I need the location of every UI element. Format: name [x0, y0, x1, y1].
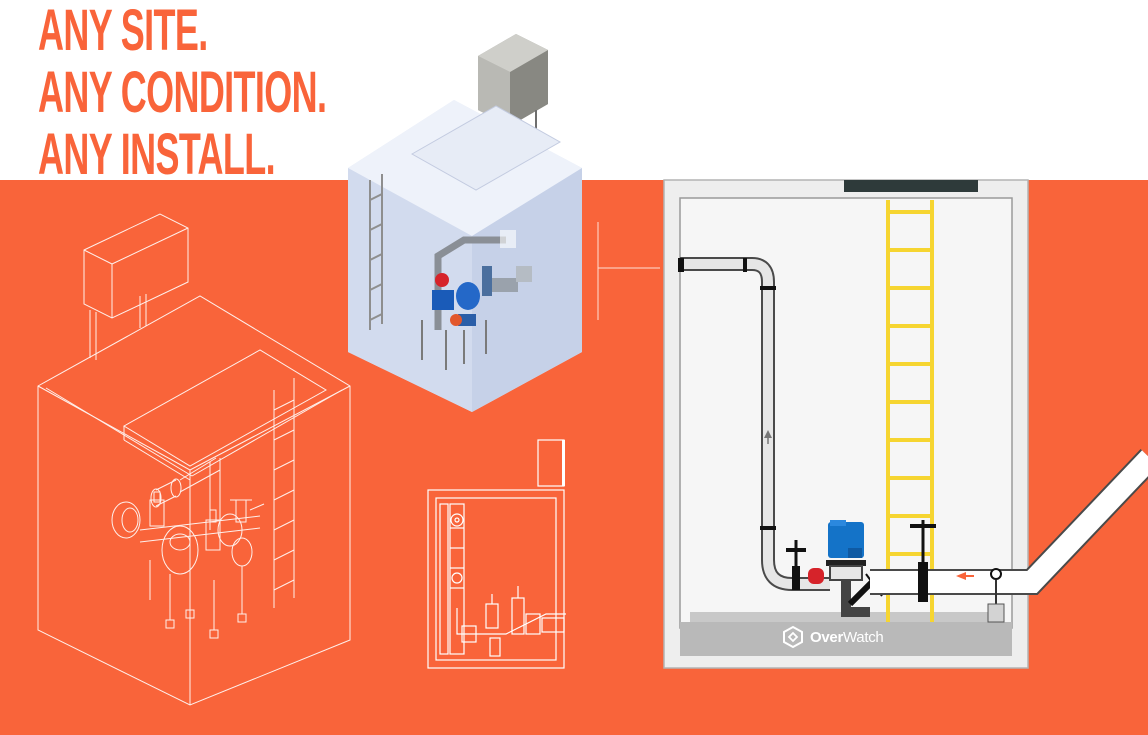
logo-wordmark: OverWatch — [810, 628, 884, 646]
glass-vault-render — [348, 34, 582, 412]
plan-view-diagram — [427, 439, 566, 669]
headline-line-1: ANY SITE. — [38, 0, 208, 63]
headline-line-2: ANY CONDITION. — [38, 60, 327, 125]
overwatch-logo-icon — [783, 625, 803, 649]
headline-line-3: ANY INSTALL. — [38, 122, 276, 187]
wireframe-vault-illustration — [37, 213, 351, 706]
headline: ANY SITE. ANY CONDITION. ANY INSTALL. — [38, 0, 327, 187]
overwatch-logo: OverWatch — [782, 625, 912, 649]
logo-name-light: Watch — [843, 628, 884, 646]
logo-name-bold: Over — [810, 628, 843, 646]
